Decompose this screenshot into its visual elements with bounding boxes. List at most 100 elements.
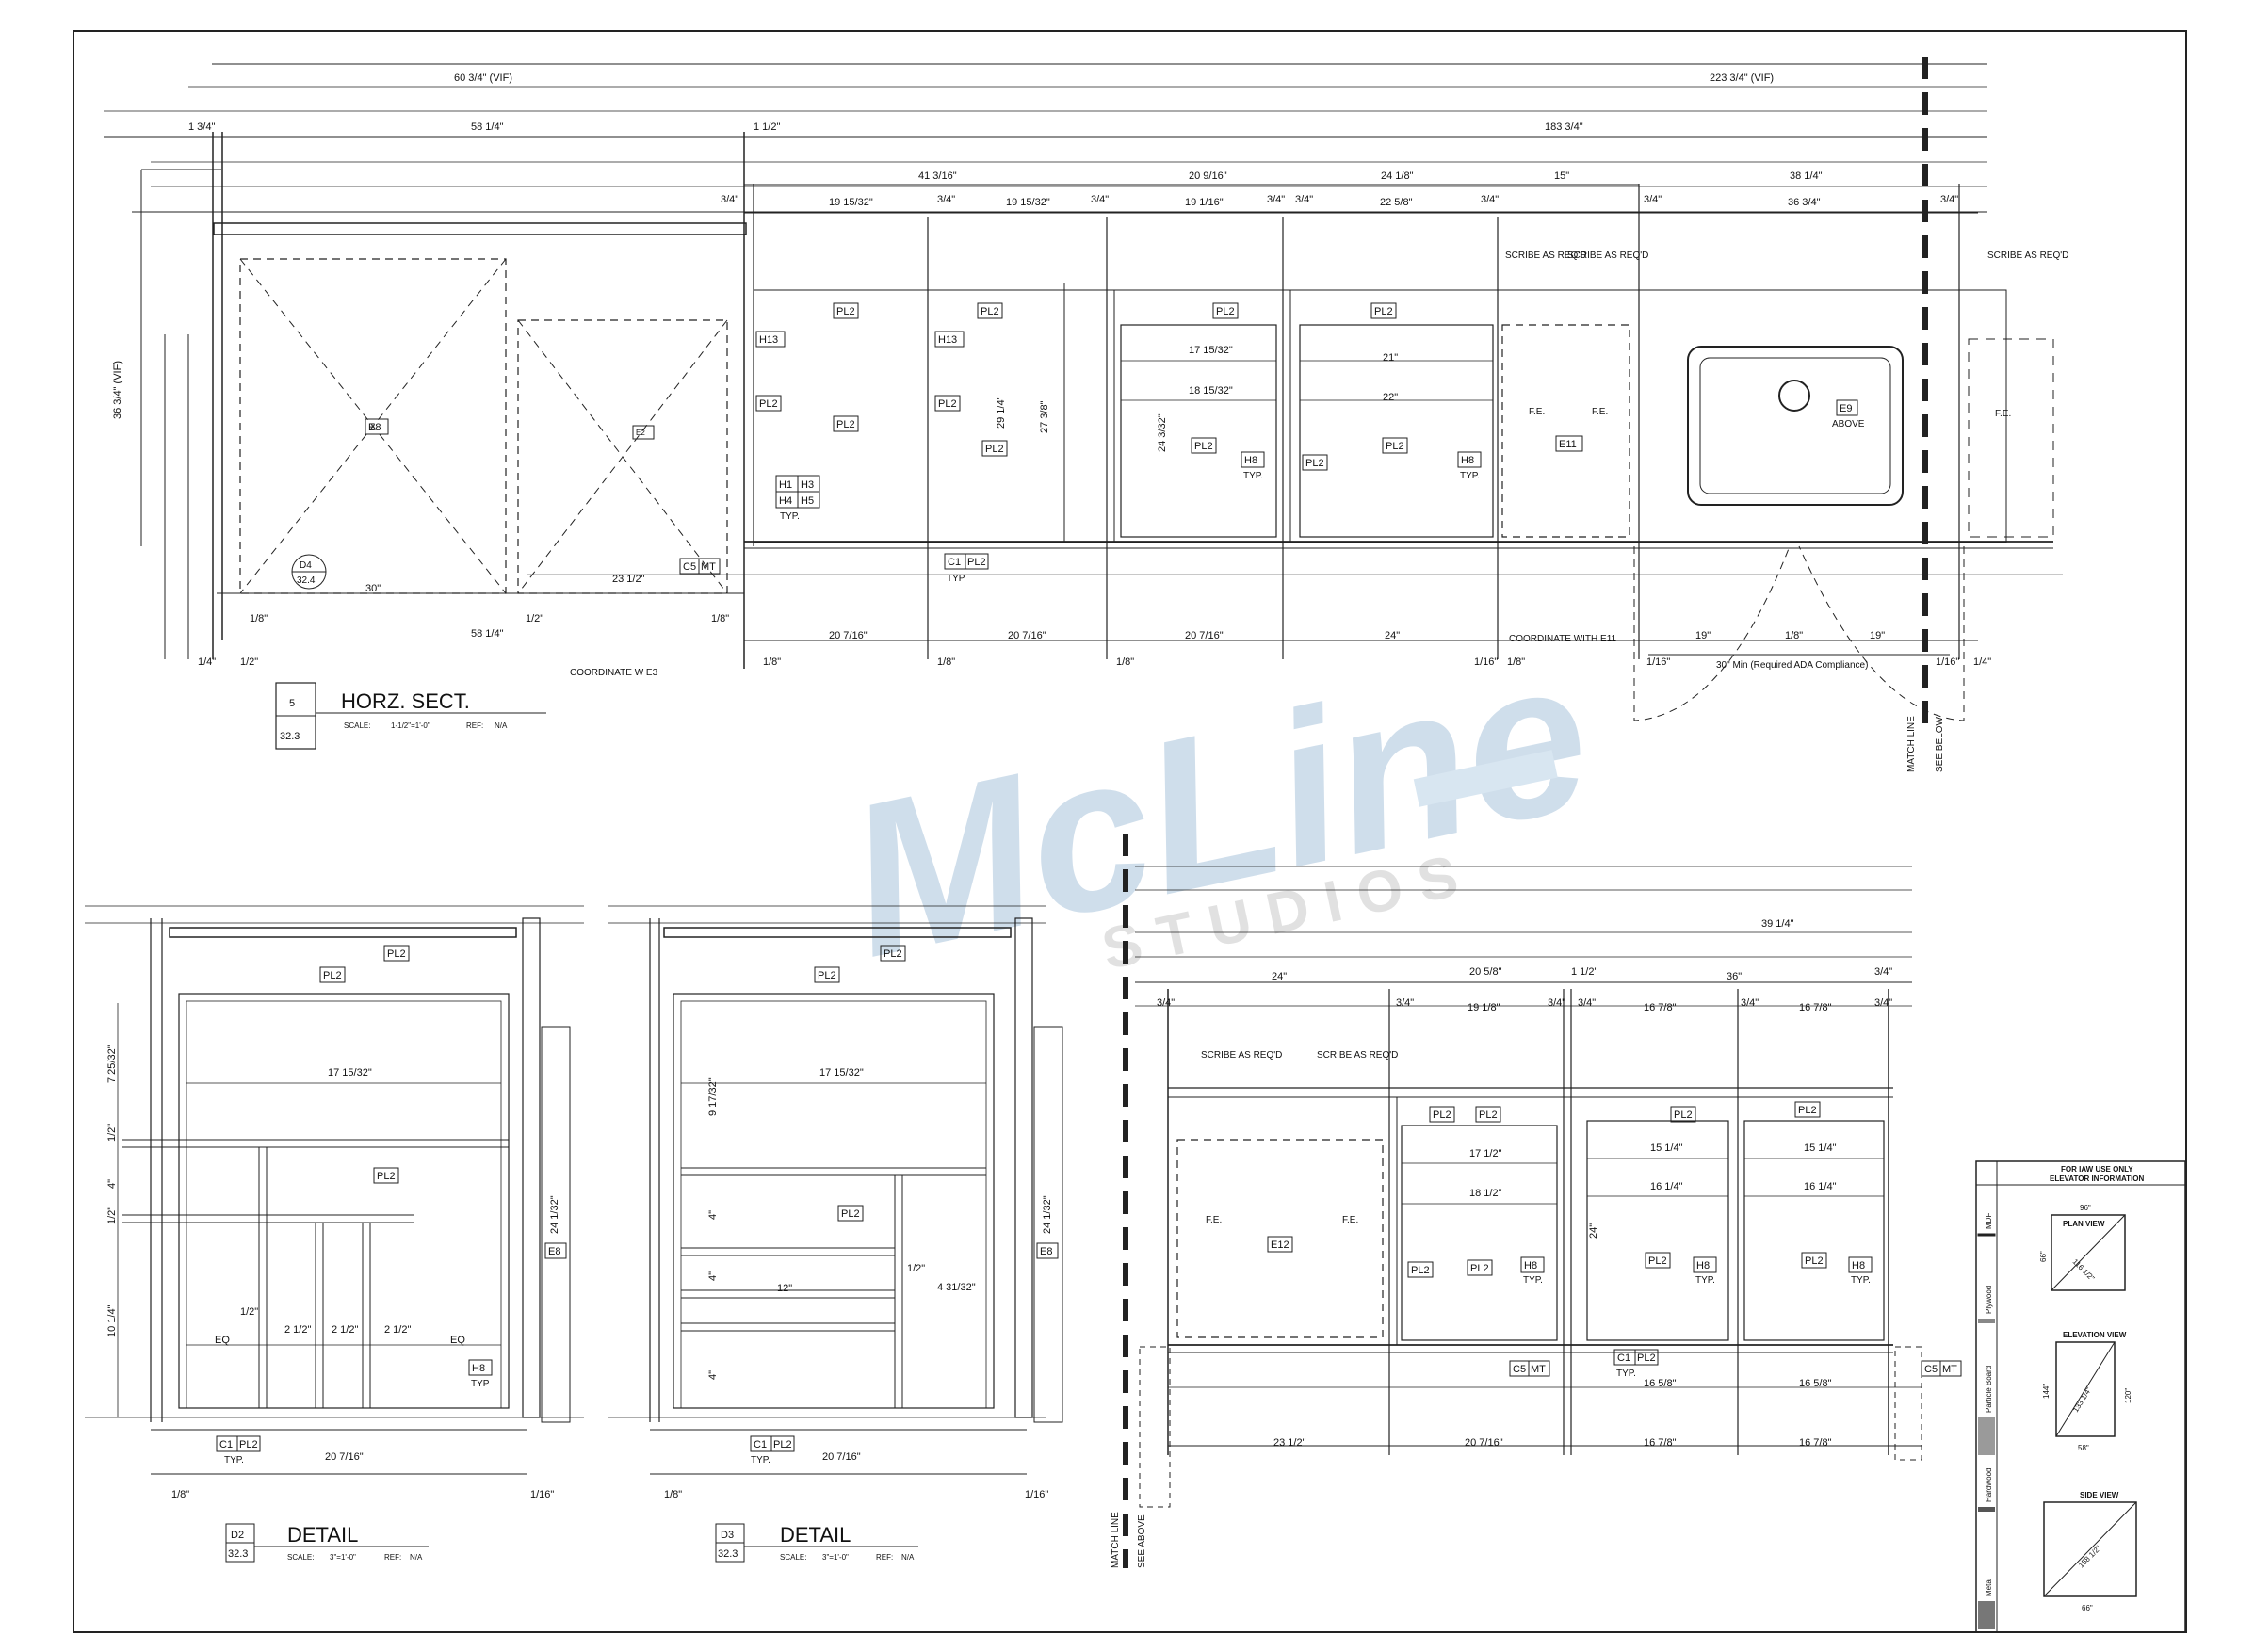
svg-text:1/2": 1/2" [907,1263,925,1274]
small-dim-0: 1/4" [198,656,216,668]
svg-text:16 5/8": 16 5/8" [1799,1378,1832,1389]
svg-text:REF:: REF: [876,1553,893,1562]
coord-e3: COORDINATE W E3 [570,668,658,678]
small-dim-10: 1/16" [1646,656,1670,668]
svg-text:PL2: PL2 [1637,1352,1656,1364]
svg-text:3/4": 3/4" [1396,997,1414,1009]
elevator-info-panel [1975,1160,2186,1633]
svg-text:36": 36" [1727,971,1742,982]
tag-pl2-f: PL2 [833,415,859,432]
bot-dim-0: 30" [365,583,381,594]
svg-text:PLAN VIEW: PLAN VIEW [2063,1220,2105,1228]
lower-tag-pl2-g: PL2 [1645,1252,1671,1269]
scribe-note-1: SCRIBE AS REQ'D [1505,251,1586,261]
svg-text:N/A: N/A [901,1553,915,1562]
d3-tag-pl2-a: PL2 [880,945,906,962]
svg-text:Metal: Metal [1985,1578,1993,1596]
svg-text:32.3: 32.3 [280,731,300,742]
tag-pl2-k: PL2 [1382,437,1408,454]
svg-text:2 1/2": 2 1/2" [284,1324,311,1336]
svg-text:TYP: TYP [471,1379,490,1389]
bot-dim-7: 19" [1695,630,1711,641]
svg-text:SEE ABOVE: SEE ABOVE [1137,1514,1147,1568]
dim-r3-0: 41 3/16" [918,170,957,182]
section-callout-5: 5 32.3 HORZ. SECT. SCALE: 1-1/2"=1'-0" R… [275,682,546,750]
svg-text:H3: H3 [801,479,814,491]
svg-text:C5: C5 [1513,1364,1526,1375]
svg-text:Particle Board: Particle Board [1985,1366,1993,1413]
svg-text:MT: MT [701,561,716,573]
svg-text:E11: E11 [1559,439,1577,450]
svg-text:PL2: PL2 [239,1439,258,1450]
svg-text:PL2: PL2 [1194,441,1213,452]
svg-text:SCRIBE AS REQ'D: SCRIBE AS REQ'D [1317,1050,1398,1061]
svg-text:17 15/32": 17 15/32" [328,1067,372,1078]
svg-text:E2: E2 [636,429,645,437]
svg-text:20 7/16": 20 7/16" [325,1451,364,1463]
dim-r4-6: 3/4" [1267,194,1285,205]
svg-text:96": 96" [2080,1204,2091,1212]
svg-text:TYP.: TYP. [224,1455,244,1466]
svg-text:F.E.: F.E. [1342,1215,1358,1225]
svg-text:PL2: PL2 [1805,1255,1824,1267]
svg-text:1/16": 1/16" [530,1489,554,1500]
small-dim-4: 1/8" [711,613,729,624]
svg-text:E8: E8 [1040,1246,1052,1257]
svg-text:20 7/16": 20 7/16" [822,1451,861,1463]
svg-text:D3: D3 [721,1530,734,1541]
svg-text:FOR IAW USE ONLY: FOR IAW USE ONLY [2061,1165,2133,1174]
svg-text:REF:: REF: [384,1553,401,1562]
detail-d3-labels: 17 15/32" 9 17/32" 4" 4" 4" 12" 1/2" 4 3… [664,945,1059,1563]
svg-text:PL2: PL2 [759,398,778,410]
dim-r4-11: 36 3/4" [1788,197,1821,208]
dim-r3-2: 24 1/8" [1381,170,1414,182]
svg-text:PL2: PL2 [836,306,855,317]
svg-text:120": 120" [2124,1388,2132,1403]
lower-section-labels: 39 1/4" 24" 20 5/8" 1 1/2" 36" 3/4" 3/4"… [1111,918,1962,1568]
tag-h13-b: H13 [934,331,965,348]
svg-text:H8: H8 [1244,455,1257,466]
svg-text:H8: H8 [1852,1260,1865,1271]
dim-r3-4: 38 1/4" [1790,170,1823,182]
svg-text:H13: H13 [938,334,957,346]
svg-text:16 7/8": 16 7/8" [1799,1002,1832,1013]
d3-callout: D3 32.3 DETAIL SCALE: 3"=1'-0" REF: N/A [715,1523,918,1563]
svg-text:17 1/2": 17 1/2" [1469,1148,1502,1159]
tag-pl2-i: PL2 [1191,437,1217,454]
svg-text:15 1/4": 15 1/4" [1650,1142,1683,1154]
svg-text:PL2: PL2 [985,444,1004,455]
svg-text:PL2: PL2 [884,948,902,960]
svg-text:C1: C1 [219,1439,233,1450]
lower-tag-e12: E12 [1267,1236,1293,1253]
svg-text:PL2: PL2 [841,1208,860,1220]
svg-text:H1: H1 [779,479,792,491]
d3-tag-pl2-c: PL2 [837,1205,864,1222]
svg-text:E8: E8 [368,422,381,433]
svg-text:1 1/2": 1 1/2" [1571,966,1597,978]
svg-text:19 1/8": 19 1/8" [1468,1002,1500,1013]
svg-text:PL2: PL2 [1479,1109,1498,1121]
svg-text:C1: C1 [754,1439,767,1450]
svg-text:32.3: 32.3 [718,1548,738,1560]
inner-dim-5: 27 3/8" [1039,400,1050,433]
svg-text:SCALE:: SCALE: [780,1553,806,1562]
tag-h13-a: H13 [755,331,786,348]
svg-text:TYP.: TYP. [1851,1275,1871,1286]
small-dim-5: 1/8" [763,656,781,668]
svg-text:3/4": 3/4" [1874,966,1892,978]
svg-text:H4: H4 [779,495,792,507]
svg-text:58": 58" [2078,1444,2089,1452]
tag-pl2-e: PL2 [755,395,782,412]
tag-pl2-b: PL2 [977,302,1003,319]
dim-side: 36 3/4" (VIF) [112,361,123,419]
d3-tag-e8: E8 [1036,1242,1059,1259]
svg-text:PL2: PL2 [938,398,957,410]
svg-text:16 5/8": 16 5/8" [1644,1378,1677,1389]
inner-dim-0: 17 15/32" [1189,345,1233,356]
